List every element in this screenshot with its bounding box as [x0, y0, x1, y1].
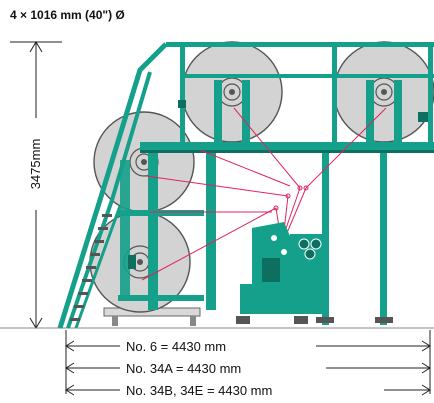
platform-railing-mid [180, 74, 434, 78]
machine-base [240, 284, 326, 314]
lower-creel-foot-right [190, 316, 196, 326]
dimension-no34b-34e: No. 34B, 34E = 4430 mm [126, 383, 272, 398]
threads [141, 107, 387, 281]
dimension-no34a: No. 34A = 4430 mm [126, 361, 241, 376]
creel-post-left [148, 150, 158, 310]
stair-handrail [57, 42, 168, 329]
platform-railing-top [166, 42, 434, 47]
creel-post-mid [206, 150, 216, 310]
platform-leg-2 [380, 153, 387, 325]
staircase [57, 42, 168, 329]
height-arrow-top [29, 41, 43, 53]
diagram-title: 4 × 1016 mm (40") Ø [10, 8, 125, 22]
stair-steps [70, 214, 112, 321]
stair-stringer [66, 71, 152, 329]
height-label: 3475mm [28, 139, 43, 190]
platform-deck [140, 142, 434, 150]
lower-creel-foot-left [112, 316, 118, 326]
dimension-no6: No. 6 = 4430 mm [126, 339, 226, 354]
main-machine [236, 222, 326, 324]
length-dimensions [65, 330, 431, 396]
